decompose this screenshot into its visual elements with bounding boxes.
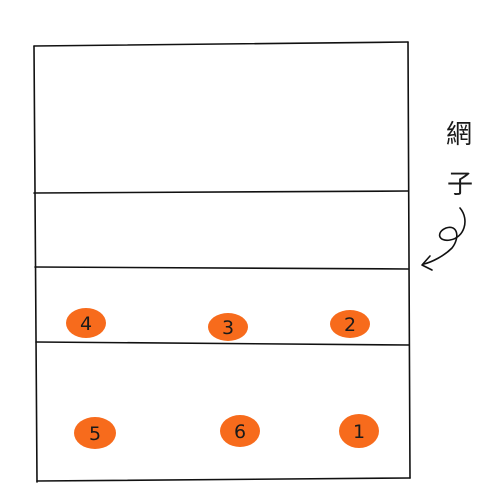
- player-number: 2: [344, 314, 356, 336]
- net-line: [34, 266, 409, 270]
- court-top-line: [33, 41, 409, 47]
- court-bottom-line: [36, 477, 411, 482]
- player-oval: [220, 415, 260, 447]
- player-number: 5: [89, 423, 101, 445]
- net-label-char: 網: [446, 120, 472, 150]
- net-arrow-head-icon: [421, 255, 433, 271]
- player-oval: [74, 417, 116, 449]
- player-oval: [208, 313, 248, 341]
- player-marker: 3: [208, 313, 248, 341]
- player-marker: 5: [74, 417, 116, 449]
- player-marker: 6: [220, 415, 260, 447]
- players-layer: 4 3 2 5 6 1: [66, 308, 379, 449]
- attack-line-far: [33, 190, 409, 194]
- net-label-char: 子: [447, 170, 473, 200]
- attack-line-near: [35, 341, 410, 346]
- player-marker: 4: [66, 308, 106, 338]
- court-right-line: [407, 41, 411, 479]
- player-number: 1: [353, 421, 365, 443]
- player-marker: 2: [330, 310, 370, 338]
- player-number: 4: [80, 313, 92, 335]
- player-oval: [66, 308, 106, 338]
- player-marker: 1: [339, 414, 379, 448]
- player-number: 3: [222, 317, 234, 339]
- player-number: 6: [234, 421, 246, 443]
- net-arrow-curve: [423, 207, 466, 265]
- net-label-group: 網 子: [446, 120, 473, 200]
- player-oval: [330, 310, 370, 338]
- net-arrow: [421, 207, 466, 271]
- court-left-line: [33, 45, 38, 483]
- player-oval: [339, 414, 379, 448]
